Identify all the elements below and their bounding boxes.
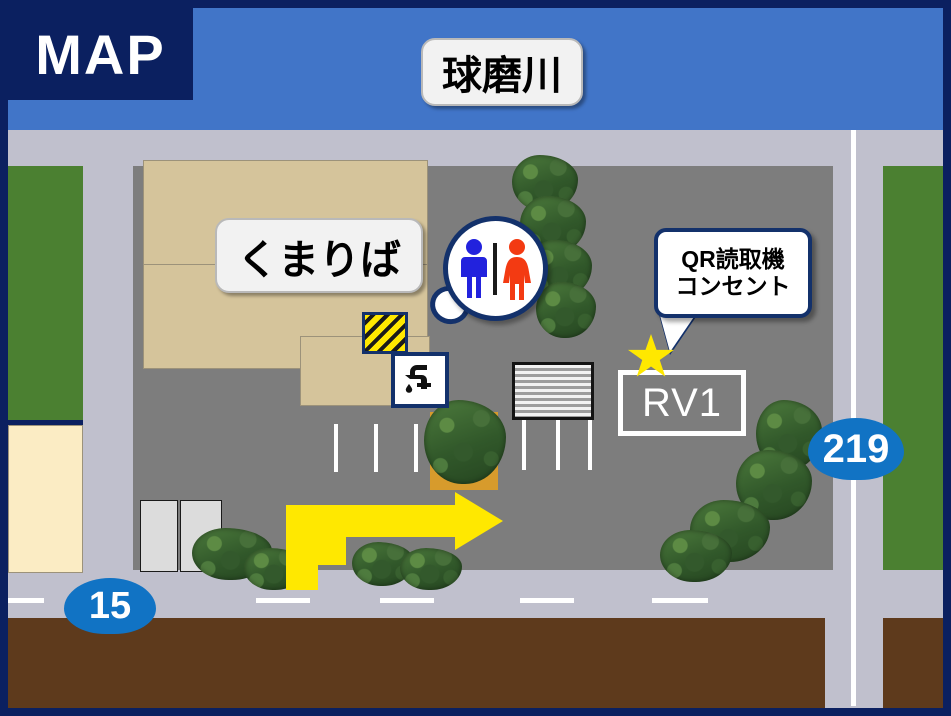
qr-reader-callout[interactable]: QR読取機 コンセント xyxy=(654,228,812,318)
road-dash xyxy=(652,598,708,603)
parking-stall-line xyxy=(414,424,418,472)
tree xyxy=(536,282,596,338)
road-bottom xyxy=(8,570,943,618)
facility-label: くまりば xyxy=(215,218,423,293)
restroom-icon[interactable] xyxy=(443,216,548,321)
road-dash xyxy=(256,598,310,603)
river-label-text: 球磨川 xyxy=(442,54,562,98)
hazard-hatch-icon xyxy=(362,312,408,354)
qr-callout-line1: QR読取機 xyxy=(681,246,785,273)
building-cream-west xyxy=(8,425,83,573)
road-vertical-left xyxy=(83,130,133,620)
parking-stall-line xyxy=(334,424,338,472)
river-label: 球磨川 xyxy=(421,38,583,106)
route-shield-219-text: 219 xyxy=(822,426,890,471)
road-dash xyxy=(520,598,574,603)
grass-field-left xyxy=(8,145,83,420)
rv-site-label: RV1 xyxy=(641,380,723,425)
parking-stall-line xyxy=(588,420,592,470)
faucet-glyph xyxy=(405,365,431,393)
facility-label-text: くまりば xyxy=(237,236,401,283)
route-shield-219: 219 xyxy=(808,418,904,480)
restroom-divider xyxy=(492,242,497,295)
ground-brown-area xyxy=(8,616,943,708)
female-restroom-icon xyxy=(502,238,531,300)
faucet-icon[interactable] xyxy=(391,352,449,408)
rv-site-box[interactable]: RV1 xyxy=(618,370,746,436)
parking-stall-line xyxy=(556,420,560,470)
tree xyxy=(660,530,732,582)
road-dash xyxy=(380,598,434,603)
parking-stall-line xyxy=(374,424,378,472)
qr-callout-line2: コンセント xyxy=(675,273,791,299)
tree xyxy=(400,548,462,590)
right-turn-arrow-elbow xyxy=(286,505,346,565)
building-grey-a xyxy=(140,500,178,572)
right-turn-arrow-head xyxy=(455,492,503,550)
route-shield-15: 15 xyxy=(64,578,156,634)
road-dash xyxy=(8,598,44,603)
male-restroom-icon xyxy=(460,238,487,298)
parking-stall-line xyxy=(522,420,526,470)
shelter-structure xyxy=(512,362,594,420)
grass-field-far-right xyxy=(880,145,943,615)
tree xyxy=(424,400,506,484)
route-shield-15-text: 15 xyxy=(88,584,132,627)
map-title-badge: MAP xyxy=(8,8,193,100)
map-title-text: MAP xyxy=(35,22,166,86)
